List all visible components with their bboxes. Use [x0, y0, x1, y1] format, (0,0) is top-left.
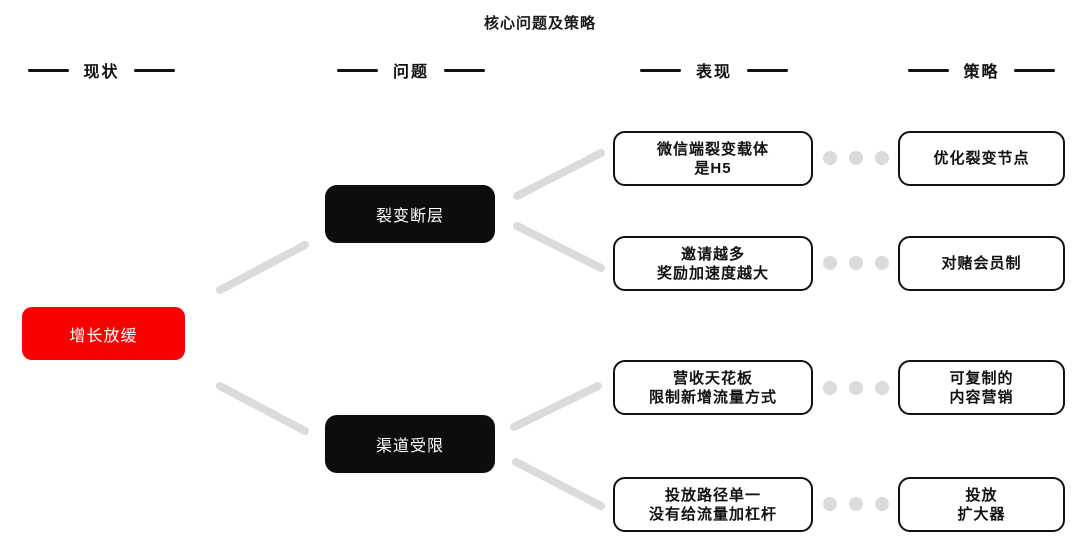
column-header-label: 策略 [963, 64, 1000, 81]
node-strategy-1[interactable]: 优化裂变节点 [898, 131, 1065, 186]
connector-dot [875, 381, 889, 395]
node-strategy-4[interactable]: 投放 扩大器 [898, 477, 1065, 532]
connector-line [513, 222, 605, 272]
connector-line [513, 149, 605, 200]
connector-dot [849, 256, 863, 270]
connector-line [510, 382, 602, 431]
node-label-line1: 邀请越多 [680, 245, 745, 263]
node-label-line1: 营收天花板 [672, 369, 753, 387]
connector-line [512, 458, 605, 510]
connector-dot [875, 151, 889, 165]
node-label-line1: 优化裂变节点 [933, 150, 1030, 167]
header-dash-icon [337, 68, 378, 72]
node-label-line1: 投放路径单一 [664, 486, 761, 504]
connector-dot [823, 497, 837, 511]
connector-dot [823, 151, 837, 165]
node-label-line1: 投放 [965, 486, 998, 504]
node-label-line2: 限制新增流量方式 [648, 388, 777, 406]
connector-dot [849, 497, 863, 511]
node-problem-fission-gap[interactable]: 裂变断层 [325, 185, 495, 243]
connector-dot [823, 256, 837, 270]
node-label-line2: 扩大器 [957, 505, 1006, 523]
connector-line [216, 241, 309, 294]
column-header-label: 现状 [83, 64, 120, 81]
node-label-line2: 没有给流量加杠杆 [648, 505, 777, 523]
connector-dot [849, 151, 863, 165]
connector-line [216, 382, 309, 435]
node-label-line1: 微信端裂变载体 [656, 140, 769, 158]
node-label-line1: 对赌会员制 [941, 255, 1022, 272]
node-label: 增长放缓 [69, 327, 138, 345]
header-dash-icon [133, 68, 175, 72]
connector-dot [875, 256, 889, 270]
node-label: 渠道受限 [375, 438, 444, 455]
node-label-line2: 奖励加速度越大 [656, 264, 769, 282]
header-dash-icon [746, 68, 788, 72]
connector-dot [875, 497, 889, 511]
column-header-strategy: 策略 [908, 61, 1055, 81]
column-header-label: 问题 [392, 64, 429, 81]
column-header-current: 现状 [28, 61, 175, 81]
node-strategy-3[interactable]: 可复制的 内容营销 [898, 360, 1065, 415]
node-label-line1: 可复制的 [949, 369, 1014, 387]
node-manifestation-1[interactable]: 微信端裂变载体 是H5 [613, 131, 813, 186]
header-dash-icon [28, 68, 69, 72]
header-dash-icon [908, 68, 949, 72]
header-dash-icon [443, 68, 485, 72]
node-current-state[interactable]: 增长放缓 [22, 307, 185, 360]
node-label: 裂变断层 [375, 208, 444, 225]
node-label-line2: 内容营销 [949, 388, 1014, 406]
node-manifestation-2[interactable]: 邀请越多 奖励加速度越大 [613, 236, 813, 291]
node-label-line2: 是H5 [694, 159, 732, 177]
column-header-label: 表现 [695, 64, 732, 81]
node-problem-channel-limited[interactable]: 渠道受限 [325, 415, 495, 473]
node-strategy-2[interactable]: 对赌会员制 [898, 236, 1065, 291]
diagram-title: 核心问题及策略 [483, 15, 596, 32]
connector-dot [823, 381, 837, 395]
header-dash-icon [1013, 68, 1055, 72]
header-dash-icon [640, 68, 681, 72]
connector-dot [849, 381, 863, 395]
node-manifestation-3[interactable]: 营收天花板 限制新增流量方式 [613, 360, 813, 415]
column-header-manifestation: 表现 [640, 61, 788, 81]
column-header-problem: 问题 [337, 61, 485, 81]
node-manifestation-4[interactable]: 投放路径单一 没有给流量加杠杆 [613, 477, 813, 532]
